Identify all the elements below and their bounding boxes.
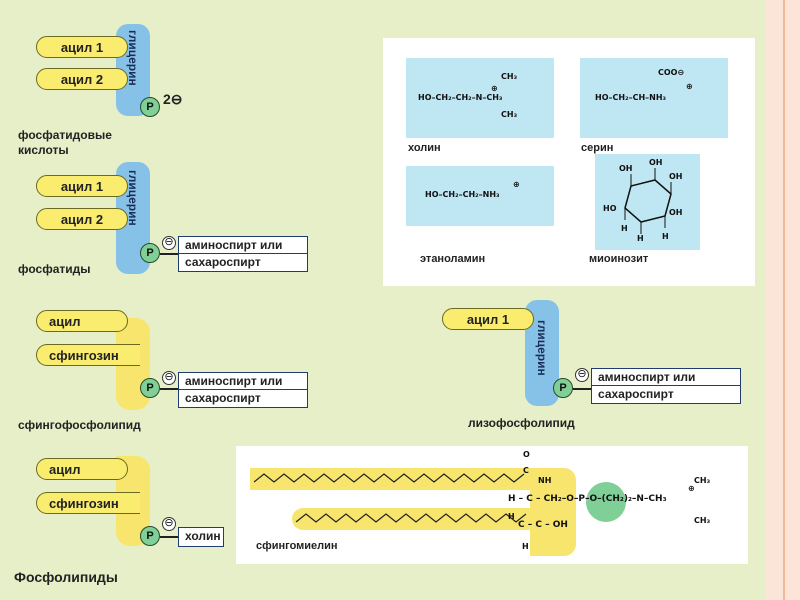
slide-edge-decoration xyxy=(765,0,800,600)
ethanolamine-name: этаноламин xyxy=(420,253,486,265)
serine-plus: ⊕ xyxy=(686,82,693,91)
ethanolamine-main: HO–CH₂–CH₂–NH₃ xyxy=(425,190,500,199)
serine-name: серин xyxy=(581,142,614,154)
sm-oh-line: C – C – OH xyxy=(518,520,568,530)
choline-main: HO–CH₂–CH₂–N–CH₃ xyxy=(418,93,503,102)
sm-main-line: H – C – CH₂–O–P–O–(CH₂)₂–N–CH₃ xyxy=(508,494,667,504)
minus-sign: ⊖ xyxy=(162,371,176,385)
ethanolamine-formula-box xyxy=(406,166,554,226)
inositol-h-2: H xyxy=(637,234,644,243)
inositol-name: миоинозит xyxy=(589,253,649,265)
slide: глицерин ацил 1 ацил 2 P 2⊖ фосфатидовые… xyxy=(0,0,765,600)
acyl1-chain: ацил 1 xyxy=(36,36,128,58)
minus-sign: ⊖ xyxy=(162,236,176,250)
choline-box-text: холин xyxy=(185,529,221,543)
lysophospholipid-name: лизофосфолипид xyxy=(468,416,575,430)
inositol-h-1: H xyxy=(621,224,628,233)
choline-ch3-bottom: CH₃ xyxy=(501,110,518,119)
acyl-chain: ацил xyxy=(36,458,128,480)
box-line-2: сахароспирт xyxy=(179,389,307,406)
serine-main: HO–CH₂–CH–NH₃ xyxy=(595,93,667,102)
inositol-h-3: H xyxy=(662,232,669,241)
sm-h-left: H xyxy=(508,512,515,521)
lower-chain-band xyxy=(292,508,542,530)
connector xyxy=(160,253,178,255)
inositol-oh-4: OH xyxy=(669,208,683,217)
aminoalcohol-box: аминоспирт или сахароспирт xyxy=(178,236,308,272)
box-line-1: аминоспирт или xyxy=(598,370,696,384)
sphingomyelin-name: сфингомиелин xyxy=(256,540,338,552)
box-line-2: сахароспирт xyxy=(179,253,307,270)
acyl1-chain: ацил 1 xyxy=(442,308,534,330)
phosphatidic-name-1: фосфатидовые xyxy=(18,128,112,142)
inositol-formula-box xyxy=(595,154,700,250)
sm-ch3-top: CH₃ xyxy=(694,476,711,485)
sphingomyelin-structure-panel: O C NH H – C – CH₂–O–P–O–(CH₂)₂–N–CH₃ ⊕ … xyxy=(236,446,748,564)
acyl2-chain: ацил 2 xyxy=(36,68,128,90)
connector xyxy=(160,536,178,538)
glycerin-label: глицерин xyxy=(535,320,549,376)
glycerin-label: глицерин xyxy=(126,170,140,226)
connector xyxy=(160,388,178,390)
sphingosine-chain: сфингозин xyxy=(36,492,140,514)
charge-label: 2⊖ xyxy=(163,91,183,107)
sphingophospholipid-name: сфингофосфолипид xyxy=(18,418,141,432)
phosphate-p: P xyxy=(140,97,160,117)
choline-name: холин xyxy=(408,142,441,154)
footer-title: Фосфолипиды xyxy=(14,569,118,585)
acyl1-chain: ацил 1 xyxy=(36,175,128,197)
choline-ch3-top: CH₃ xyxy=(501,72,518,81)
molecules-panel: CH₃ ⊕ HO–CH₂–CH₂–N–CH₃ CH₃ холин COO⊖ ⊕ … xyxy=(383,38,755,286)
phosphate-p: P xyxy=(140,243,160,263)
phosphate-p: P xyxy=(140,526,160,546)
minus-sign: ⊖ xyxy=(162,517,176,531)
inositol-oh-2: OH xyxy=(649,158,663,167)
phosphate-p: P xyxy=(140,378,160,398)
inositol-hexagon xyxy=(624,179,672,223)
phosphate-circle xyxy=(586,482,626,522)
serine-formula-box xyxy=(580,58,728,138)
sm-nh: NH xyxy=(538,476,552,485)
box-line-1: аминоспирт или xyxy=(185,374,283,388)
sm-carbonyl-o: O xyxy=(523,450,530,459)
inositol-oh-1: OH xyxy=(619,164,633,173)
minus-sign: ⊖ xyxy=(575,368,589,382)
phosphatides-name: фосфатиды xyxy=(18,262,91,276)
acyl2-chain: ацил 2 xyxy=(36,208,128,230)
box-line-1: аминоспирт или xyxy=(185,238,283,252)
sm-carbonyl-c: C xyxy=(523,466,529,475)
glycerin-label: глицерин xyxy=(126,30,140,86)
choline-plus: ⊕ xyxy=(491,84,498,93)
phosphate-p: P xyxy=(553,378,573,398)
serine-coo: COO⊖ xyxy=(658,68,685,77)
aminoalcohol-box: аминоспирт или сахароспирт xyxy=(591,368,741,404)
inositol-ho: HO xyxy=(603,204,617,213)
upper-chain-band xyxy=(250,468,540,490)
sphingosine-core-band xyxy=(530,468,576,556)
upper-zigzag xyxy=(253,473,525,483)
aminoalcohol-box: аминоспирт или сахароспирт xyxy=(178,372,308,408)
choline-box: холин xyxy=(178,527,224,547)
lower-zigzag xyxy=(295,513,527,523)
sm-ch3-bottom: CH₃ xyxy=(694,516,711,525)
slide-edge-line xyxy=(783,0,785,600)
sm-h-bottom: H xyxy=(522,542,529,551)
inositol-oh-3: OH xyxy=(669,172,683,181)
ethanolamine-plus: ⊕ xyxy=(513,180,520,189)
sphingosine-chain: сфингозин xyxy=(36,344,140,366)
phosphatidic-name-2: кислоты xyxy=(18,143,69,157)
acyl-chain: ацил xyxy=(36,310,128,332)
fatty-acid-zigzags xyxy=(253,473,626,523)
connector xyxy=(573,388,591,390)
box-line-2: сахароспирт xyxy=(592,385,740,402)
choline-formula-box xyxy=(406,58,554,138)
sm-plus: ⊕ xyxy=(688,484,695,493)
inositol-ring xyxy=(624,168,672,234)
